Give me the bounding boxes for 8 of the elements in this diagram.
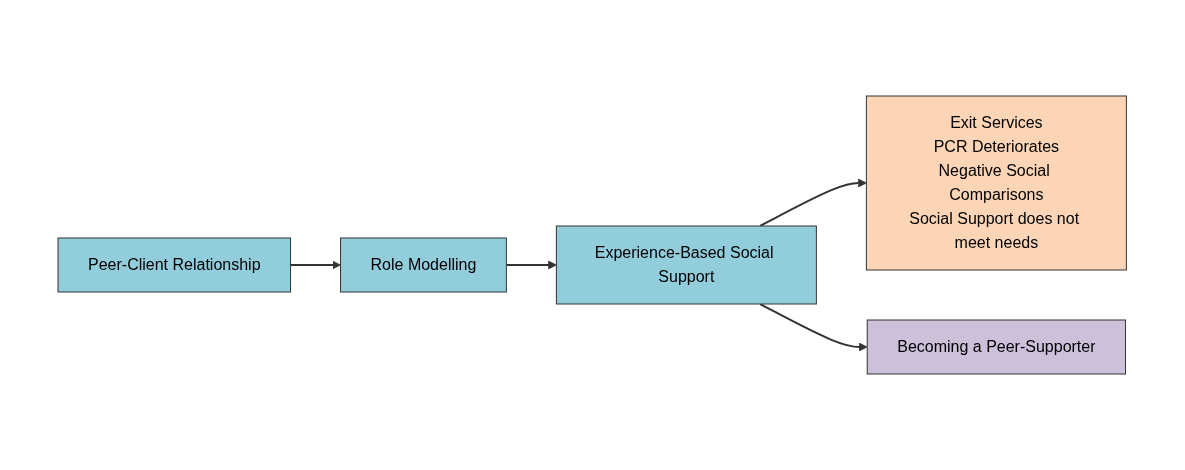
node-box: Exit Services PCR Deteriorates Negative Social Comparisons Social Support does not meet needs xyxy=(866,95,1128,271)
node-box: Becoming a Peer-Supporter xyxy=(867,319,1127,375)
node-box: Role Modelling xyxy=(340,237,508,293)
node-box: Experience-Based Social Support xyxy=(556,225,818,305)
arrow xyxy=(289,260,342,270)
node-box: Peer-Client Relationship xyxy=(57,237,292,293)
arrow xyxy=(759,178,868,227)
arrow xyxy=(759,303,868,352)
